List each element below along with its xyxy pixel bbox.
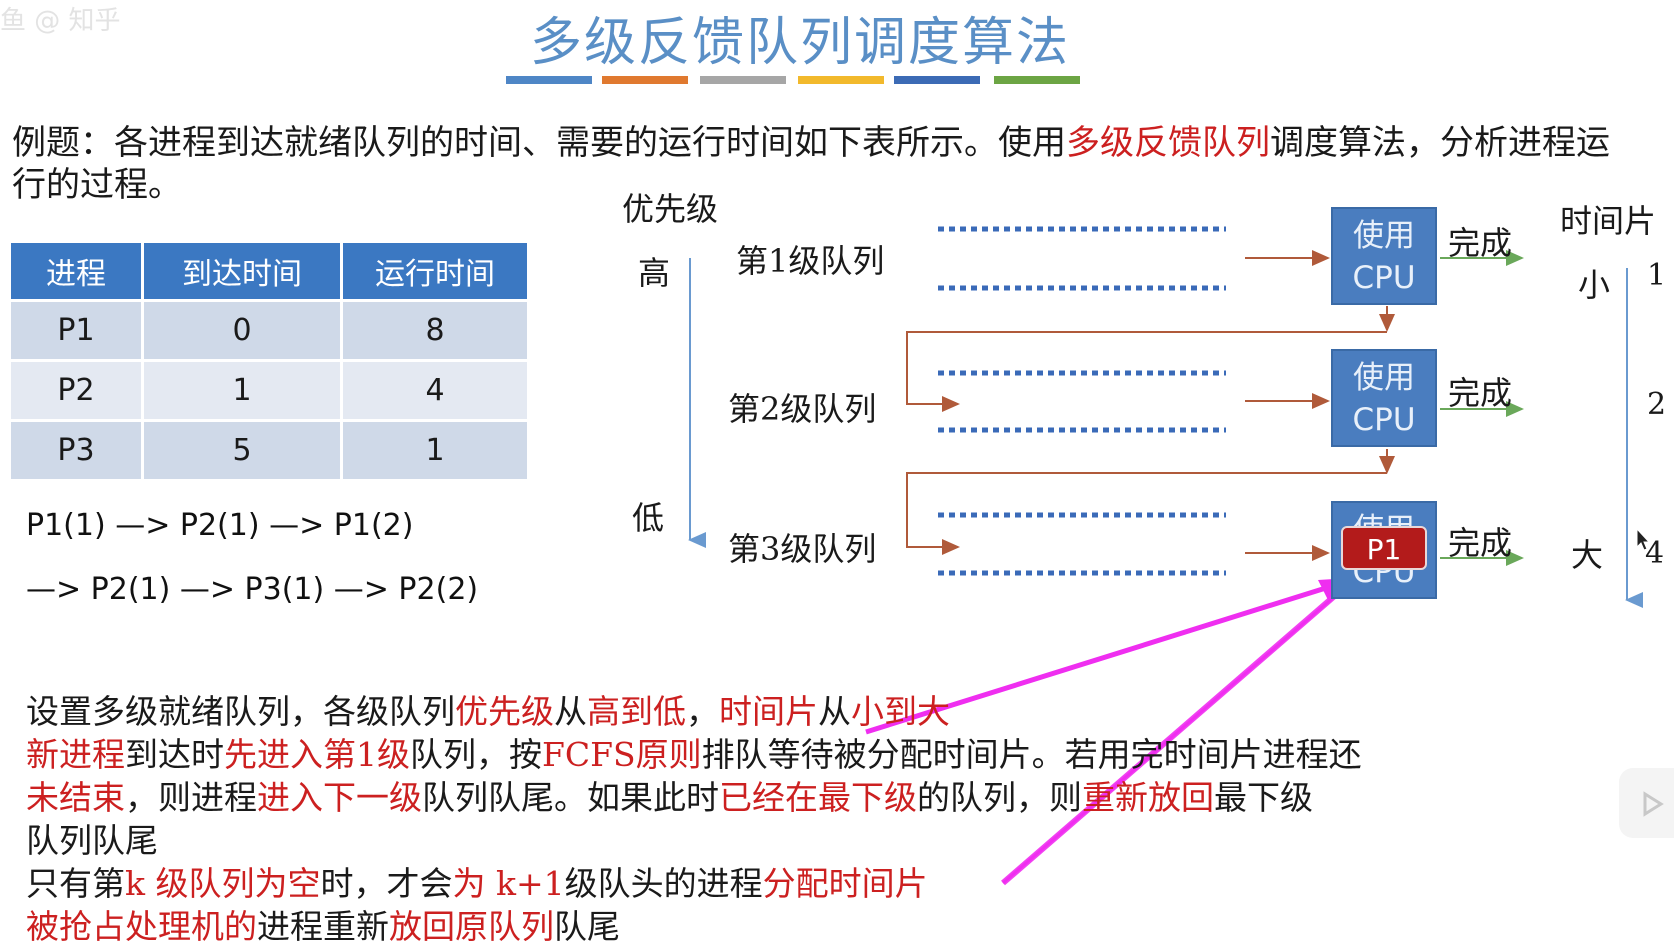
- rule-highlight: 已经在最下级: [719, 778, 917, 817]
- timeslice-small: 小: [1578, 266, 1611, 304]
- slide-title: 多级反馈队列调度算法: [529, 13, 1070, 73]
- rule-highlight: FCFS原则: [542, 735, 702, 774]
- table-row: P3 5 1: [11, 419, 530, 479]
- table-cell: 8: [341, 299, 530, 361]
- cpu-label-1: 使用: [1353, 360, 1415, 396]
- done-label-2: 完成: [1448, 374, 1513, 412]
- table-row: P2 1 4: [11, 359, 530, 421]
- title-bar-6: [994, 76, 1080, 84]
- problem-statement: 例题：各进程到达就绪队列的时间、需要的运行时间如下表所示。使用多级反馈队列调度算…: [12, 122, 1622, 206]
- table-header: 进程: [11, 243, 144, 301]
- done-label-3: 完成: [1448, 524, 1513, 562]
- title-bar-2: [602, 76, 688, 84]
- running-process-p1[interactable]: P1: [1341, 526, 1427, 570]
- rule-text: 到达时: [125, 735, 224, 774]
- problem-text-1: 例题：各进程到达就绪队列的时间、需要的运行时间如下表所示。使用: [12, 123, 1066, 163]
- queue-level-2-label: 第2级队列: [728, 390, 877, 428]
- table-cell: P3: [11, 419, 144, 479]
- rules-text: 设置多级就绪队列，各级队列优先级从高到低，时间片从小到大 新进程到达时先进入第1…: [26, 690, 1546, 948]
- table-cell: 1: [142, 359, 343, 421]
- rule-highlight: 时间片: [719, 692, 818, 731]
- rule-text: ，则进程: [125, 778, 257, 817]
- rule-text: 时，才会: [320, 864, 453, 903]
- table-row: P1 0 8: [11, 299, 530, 361]
- rule-text: 级队头的进程: [564, 864, 763, 903]
- rule-highlight: 未结束: [26, 778, 125, 817]
- timeslice-value-3: 4: [1645, 536, 1665, 571]
- cpu-box-2: 使用 CPU: [1331, 349, 1437, 447]
- queue-level-3-label: 第3级队列: [728, 530, 877, 568]
- title-bar-4: [798, 76, 884, 84]
- cpu-label-2: CPU: [1352, 402, 1416, 438]
- rule-text: 设置多级就绪队列，各级队列: [26, 692, 455, 731]
- title-bar-1: [506, 76, 592, 84]
- table-cell: P2: [11, 359, 144, 421]
- rule-line-5: 只有第k 级队列为空时，才会为 k+1级队头的进程分配时间片: [26, 862, 1546, 905]
- rule-text: ，: [686, 692, 719, 731]
- rule-text: 队列队尾。如果此时: [422, 778, 719, 817]
- rule-text: 队列，按: [410, 735, 542, 774]
- table-header: 运行时间: [341, 243, 530, 301]
- done-label-1: 完成: [1448, 224, 1513, 262]
- rule-highlight: 进入下一级: [257, 778, 422, 817]
- title-bar-3: [700, 76, 786, 84]
- table-cell: P1: [11, 299, 144, 361]
- problem-text-2: 调度算法，分析进程运行的过程。: [12, 123, 1610, 205]
- rule-line-4: 队列队尾: [26, 821, 158, 860]
- rule-line-6: 被抢占处理机的进程重新放回原队列队尾: [26, 905, 1546, 948]
- rule-text: 排队等待被分配时间片。若用完时间片进程还: [701, 735, 1362, 774]
- title-bar-5: [894, 76, 980, 84]
- rule-highlight: 小到大: [851, 692, 950, 731]
- rule-highlight: 重新放回: [1082, 778, 1214, 817]
- timeslice-value-2: 2: [1647, 387, 1667, 422]
- cpu-label-2: CPU: [1352, 260, 1416, 296]
- process-table: 进程 到达时间 运行时间 P1 0 8 P2 1 4 P3 5 1: [11, 243, 530, 479]
- rule-highlight: 放回原队列: [389, 907, 554, 946]
- rule-line-3: 未结束，则进程进入下一级队列队尾。如果此时已经在最下级的队列，则重新放回最下级: [26, 776, 1546, 819]
- problem-highlight: 多级反馈队列: [1066, 123, 1270, 163]
- timeslice-large: 大: [1571, 536, 1604, 574]
- timeslice-value-1: 1: [1647, 258, 1667, 293]
- rule-text: 最下级: [1214, 778, 1313, 817]
- table-cell: 1: [341, 419, 530, 479]
- table-cell: 5: [142, 419, 343, 479]
- rule-highlight: 高到低: [587, 692, 686, 731]
- rule-highlight: 分配时间片: [762, 864, 928, 903]
- priority-low: 低: [632, 499, 665, 537]
- rule-highlight: 新进程: [26, 735, 125, 774]
- rule-line-2: 新进程到达时先进入第1级队列，按FCFS原则排队等待被分配时间片。若用完时间片进…: [26, 733, 1546, 776]
- rule-highlight: 被抢占处理机的: [26, 907, 257, 946]
- sequence-line-2: —> P2(1) —> P3(1) —> P2(2): [26, 572, 479, 607]
- mouse-cursor-icon: [1636, 528, 1651, 551]
- watermark: 鱼 @ 知乎: [0, 6, 121, 36]
- table-cell: 0: [142, 299, 343, 361]
- table-header: 到达时间: [142, 243, 343, 301]
- cpu-box-1: 使用 CPU: [1331, 207, 1437, 305]
- cpu-label-1: 使用: [1353, 218, 1415, 254]
- rule-text: 只有第: [26, 864, 125, 903]
- rule-text: 从: [818, 692, 851, 731]
- rule-text: 从: [554, 692, 587, 731]
- side-play-control[interactable]: [1619, 768, 1674, 838]
- priority-high: 高: [638, 254, 671, 292]
- rule-highlight: 优先级: [455, 692, 554, 731]
- priority-label: 优先级: [622, 190, 719, 228]
- timeslice-label: 时间片: [1560, 202, 1657, 240]
- rule-highlight: 先进入第1级: [224, 735, 410, 774]
- queue-level-1-label: 第1级队列: [736, 242, 885, 280]
- rule-line-1: 设置多级就绪队列，各级队列优先级从高到低，时间片从小到大: [26, 690, 1546, 733]
- table-header-row: 进程 到达时间 运行时间: [11, 243, 530, 301]
- sequence-line-1: P1(1) —> P2(1) —> P1(2): [26, 508, 414, 543]
- rule-text: 队尾: [554, 907, 620, 946]
- table-cell: 4: [341, 359, 530, 421]
- rule-text: 的队列，则: [917, 778, 1082, 817]
- rule-highlight: k 级队列为空: [125, 864, 321, 903]
- rule-text: 进程重新: [257, 907, 389, 946]
- play-icon: [1643, 791, 1664, 817]
- rule-highlight: 为 k+1: [452, 864, 565, 903]
